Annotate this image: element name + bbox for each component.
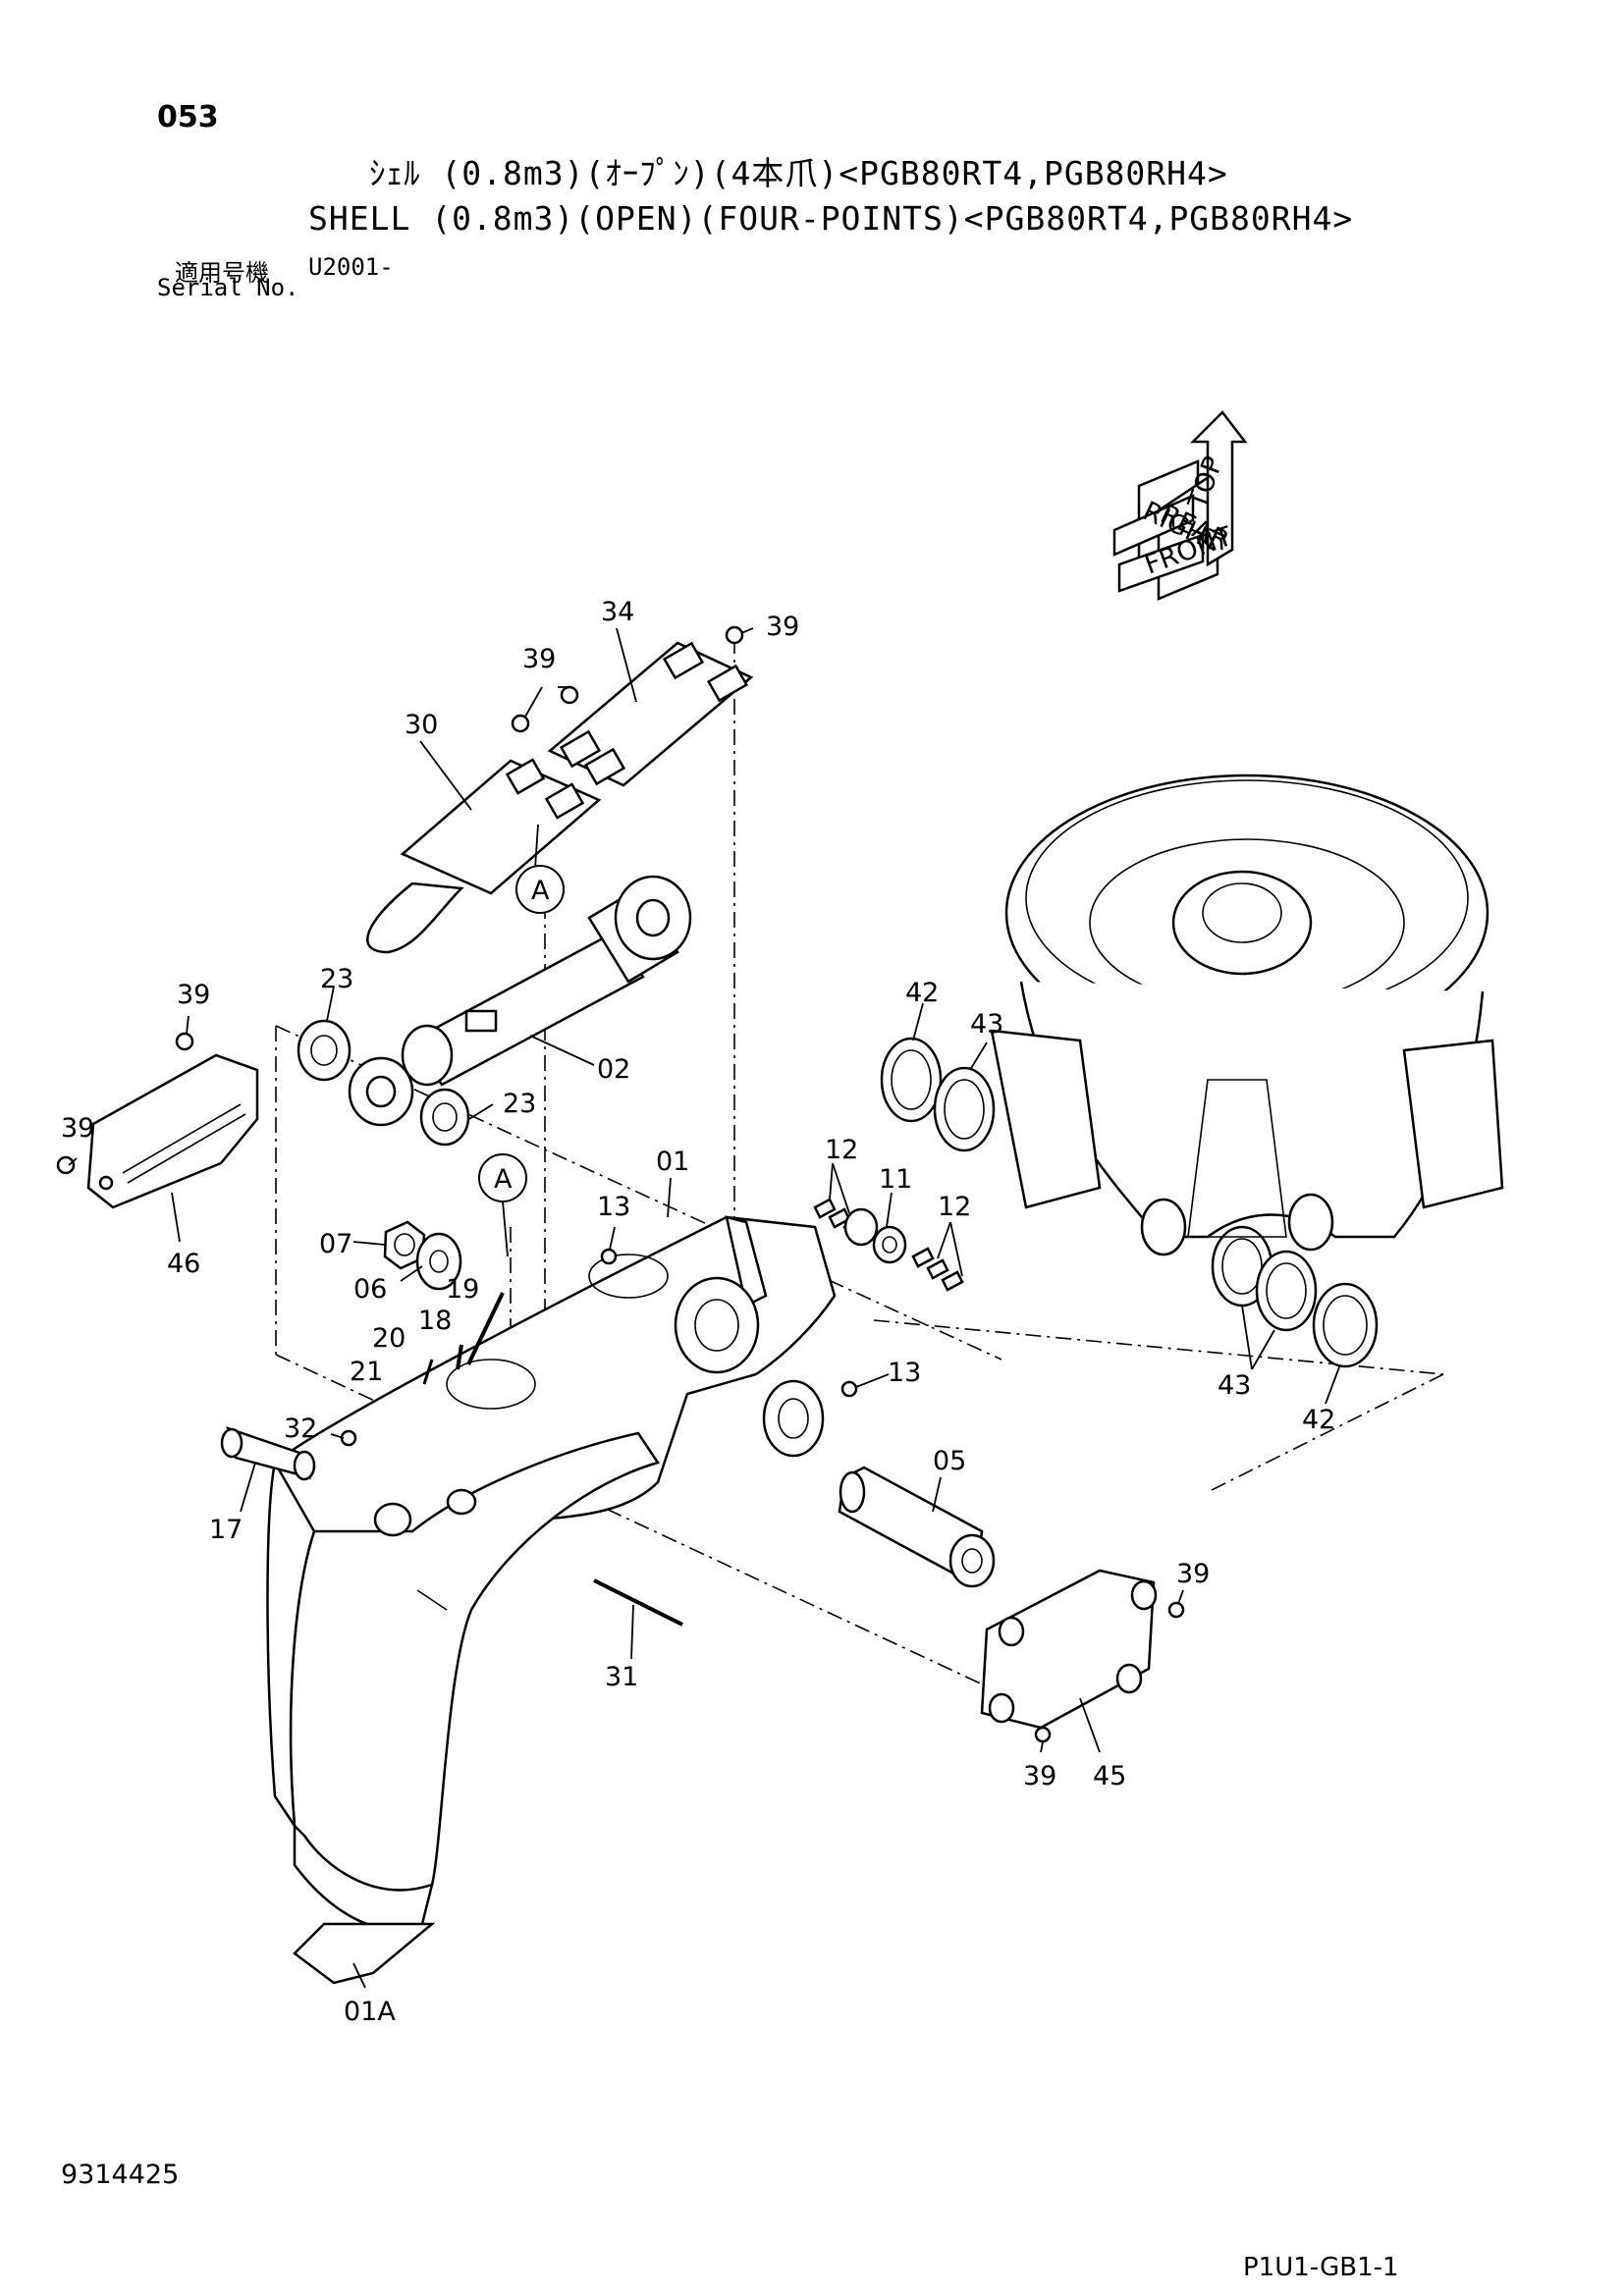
callout-18: 18 [418,1306,452,1336]
pin-17 [220,1426,316,1481]
callout-01: 01 [656,1147,689,1177]
callout-13: 13 [888,1358,921,1388]
callout-39: 39 [1176,1559,1210,1589]
callout-13: 13 [597,1192,630,1222]
leader-lines [68,627,1341,1989]
callout-21: 21 [350,1357,383,1387]
callout-a: A [531,876,550,906]
callout-43: 43 [1218,1370,1251,1401]
washers-23 [297,1019,470,1147]
callout-42: 42 [1302,1405,1335,1435]
callout-23: 23 [320,964,353,994]
callout-19: 19 [446,1274,479,1305]
callout-01a: 01A [344,1997,396,2027]
callout-12: 12 [938,1192,971,1222]
hydraulic-cylinder-02 [348,875,692,1127]
callout-31: 31 [605,1662,638,1692]
callout-32: 32 [284,1414,317,1444]
callout-46: 46 [167,1249,200,1279]
callout-39: 39 [766,612,799,642]
callout-39: 39 [1023,1761,1056,1791]
nut-07-washer-06 [383,1220,462,1291]
rotator-head [990,774,1504,1256]
callout-06: 06 [353,1274,387,1305]
callout-23: 23 [503,1089,536,1119]
document-number: 9314425 [61,2160,180,2190]
cover-plate-46 [86,1053,259,1209]
callout-05: 05 [933,1446,966,1476]
bolts-39-upper [56,625,744,1175]
shell-arm-01 [266,1215,837,1985]
callout-02: 02 [597,1054,630,1085]
orientation-arrows: TOP REAR RIGHT FRONT [1112,410,1248,601]
callout-circle-a-bottom [478,1153,527,1202]
callout-12: 12 [825,1135,858,1165]
callout-circle-a-top [515,865,565,914]
callout-11: 11 [879,1164,912,1195]
callout-39: 39 [61,1113,94,1144]
washers-42-43 [880,1037,1379,1368]
small-fittings [340,1248,858,1447]
rod-31 [593,1578,683,1627]
page-number: 053 [157,100,219,134]
callout-34: 34 [601,597,634,627]
shims-12-spacer-11 [813,1198,964,1292]
callout-07: 07 [319,1229,352,1259]
callout-43: 43 [970,1009,1003,1040]
callout-39: 39 [522,644,556,674]
serial-label-japanese: 適用号機 [175,259,269,287]
callout-20: 20 [372,1323,406,1354]
callout-45: 45 [1093,1761,1126,1791]
serial-number-value: U2001- [308,253,394,281]
title-english: SHELL (0.8m3)(OPEN)(FOUR-POINTS)<PGB80RT… [308,199,1354,238]
sheet-code: P1U1-GB1-1 [1243,2253,1399,2282]
plate-34 [547,641,754,787]
title-japanese: ｼｪﾙ (0.8m3)(ｵｰﾌﾟﾝ)(4本爪)<PGB80RT4,PGB80RH… [369,154,1228,192]
callout-42: 42 [905,978,939,1008]
plate-30 [366,758,602,954]
callout-a: A [494,1164,513,1195]
callout-17: 17 [209,1515,243,1545]
callout-39: 39 [177,980,210,1010]
cover-plate-45 [980,1569,1185,1743]
callout-30: 30 [405,710,438,740]
pin-05 [838,1466,996,1588]
serial-label-english: Serial No. [157,274,299,301]
